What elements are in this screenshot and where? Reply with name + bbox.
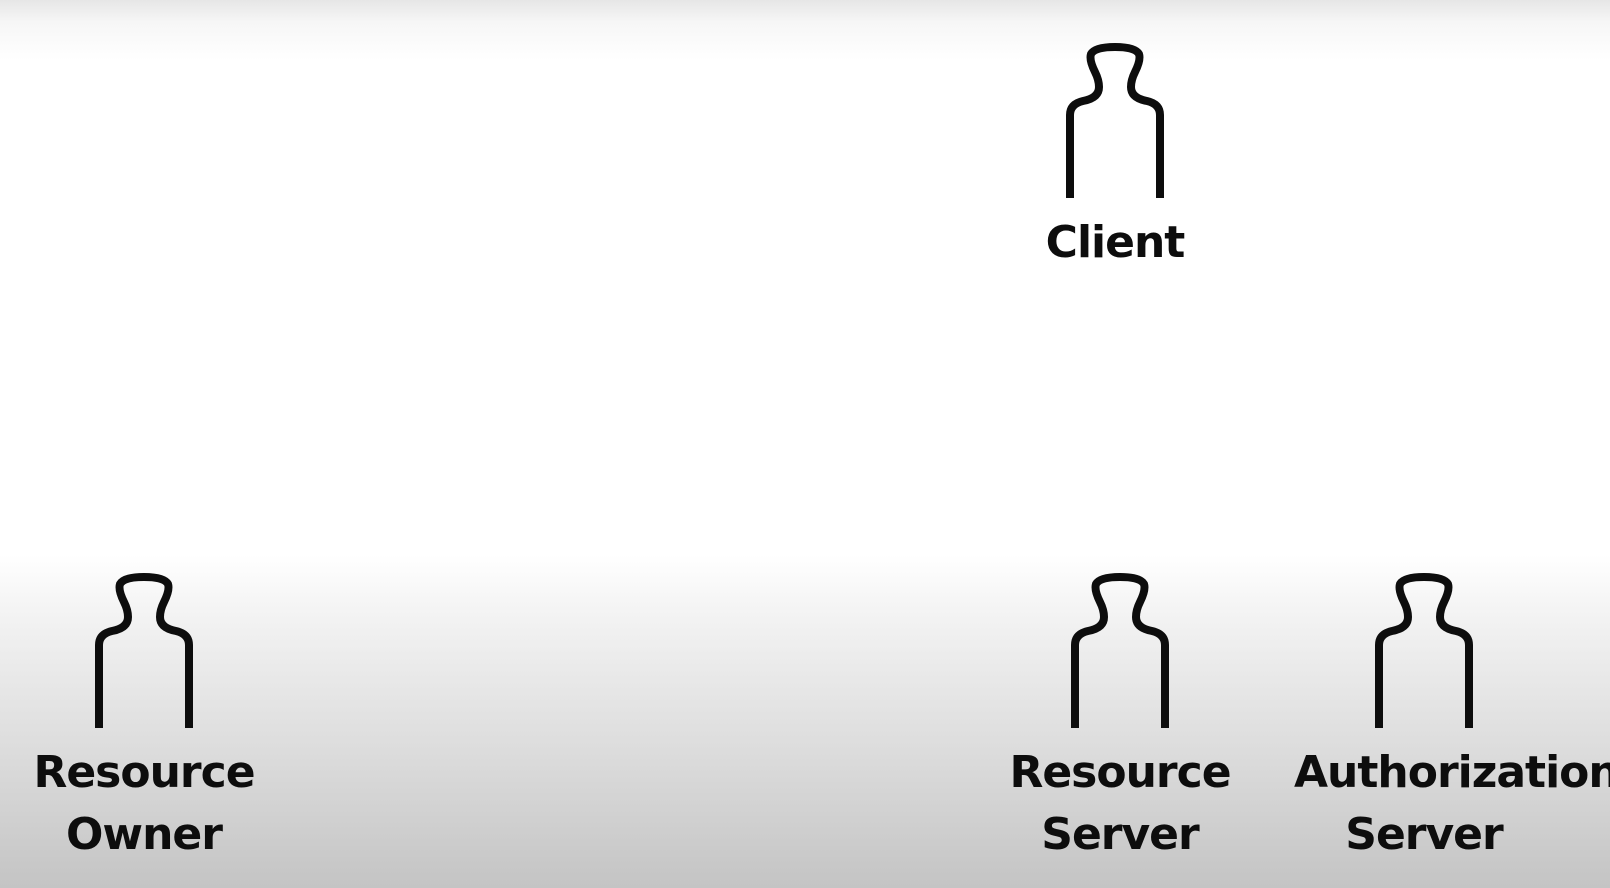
person-icon [1375, 573, 1473, 728]
actor-label: Resource Server [1009, 747, 1231, 860]
actor-label: Authorization Server [1294, 747, 1610, 860]
actor-authorization-server: Authorization Server [1294, 572, 1610, 866]
actor-client: Client [985, 42, 1245, 274]
person-icon [95, 573, 193, 728]
person-icon [1071, 573, 1169, 728]
actor-resource-owner: Resource Owner [14, 572, 274, 866]
actor-label: Resource Owner [33, 747, 255, 860]
person-icon [1066, 43, 1164, 198]
actor-label: Client [1045, 217, 1186, 268]
actor-resource-server: Resource Server [990, 572, 1250, 866]
